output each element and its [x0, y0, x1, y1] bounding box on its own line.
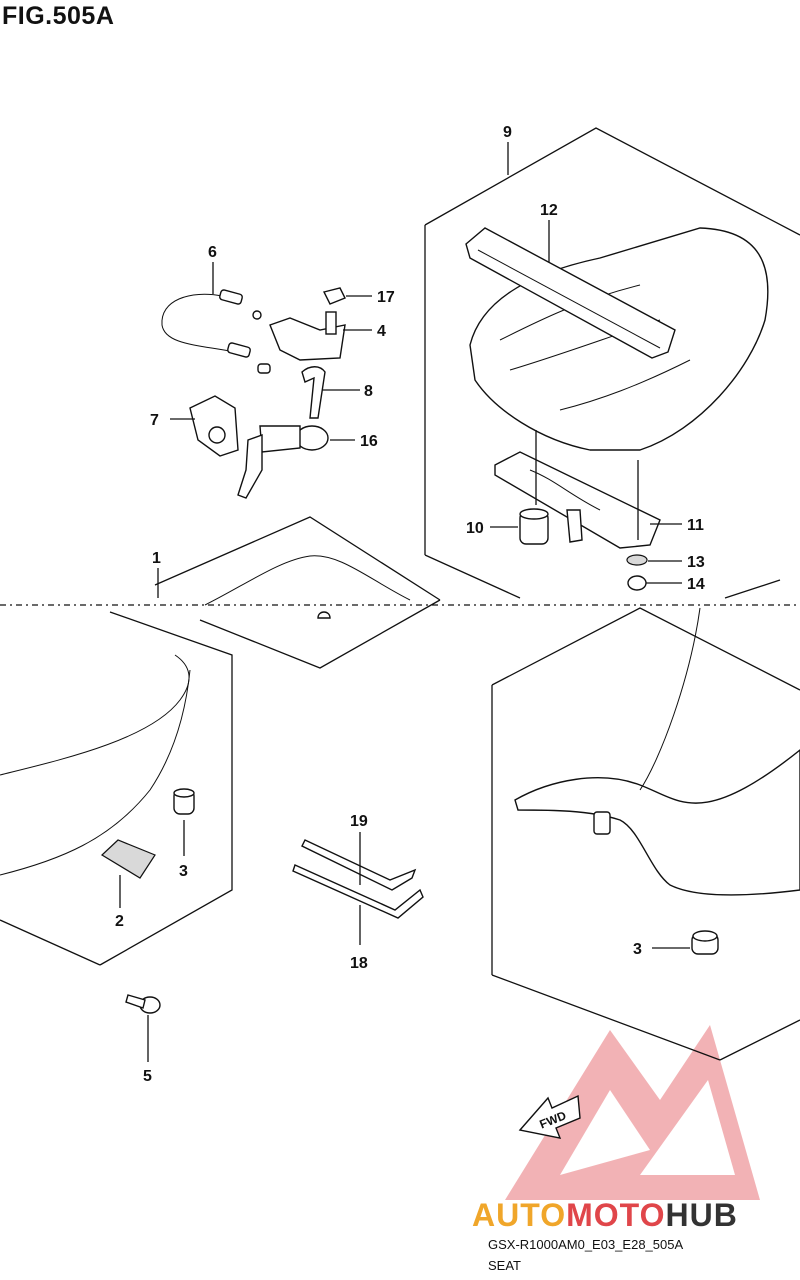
callout-7: 7 [150, 412, 159, 429]
callout-11: 11 [687, 517, 704, 534]
callout-4: 4 [377, 323, 386, 340]
rubber-pad [101, 839, 156, 879]
rear-seat-cushion [465, 227, 769, 451]
screw-part [125, 994, 161, 1014]
lock-plate [189, 395, 239, 457]
leader-lines [119, 142, 690, 1062]
callout-6: 6 [208, 244, 217, 261]
callout-16: 16 [360, 433, 378, 450]
callout-1: 1 [152, 550, 161, 567]
washer-part [626, 554, 648, 566]
callout-5: 5 [143, 1068, 152, 1085]
brand-part-2: MOTO [566, 1197, 666, 1233]
figure-code: GSX-R1000AM0_E03_E28_505A [488, 1237, 684, 1252]
callout-3-left: 3 [179, 863, 188, 880]
brand-part-1: AUTO [472, 1197, 567, 1233]
callout-18: 18 [350, 955, 368, 972]
front-seat-top-panel [154, 516, 441, 669]
callout-17: 17 [377, 289, 395, 306]
callout-2: 2 [115, 913, 124, 930]
callout-8: 8 [364, 383, 373, 400]
nut-17-part [322, 287, 346, 305]
damper-part [519, 508, 549, 545]
callout-9: 9 [503, 124, 512, 141]
seat-bracket [494, 430, 661, 549]
seat-lock-assy [269, 311, 346, 361]
rear-seat-panel [424, 127, 800, 599]
callout-labels: 9 12 6 17 4 8 7 16 10 11 13 14 1 3 2 5 1… [115, 124, 705, 1085]
callout-13: 13 [687, 554, 705, 571]
hex-wrench-19 [301, 839, 417, 891]
callout-19: 19 [350, 813, 368, 830]
callout-12: 12 [540, 202, 558, 219]
figure-title: FIG.505A [2, 2, 115, 30]
key-cylinder [237, 425, 329, 499]
front-seat-left-panel [0, 611, 233, 966]
callout-10: 10 [466, 520, 484, 537]
grommet-left [173, 788, 195, 815]
brand-part-3: HUB [665, 1197, 738, 1233]
front-seat-right-panel [491, 607, 800, 1061]
figure-name: SEAT [488, 1258, 521, 1273]
hex-wrench-18 [292, 864, 424, 919]
fwd-arrow: FWD [518, 1094, 581, 1139]
watermark-brand: AUTOMOTOHUB [472, 1197, 738, 1234]
nut-part [627, 575, 647, 591]
grommet-right [691, 930, 719, 955]
callout-14: 14 [687, 576, 705, 593]
seat-lock-cable [161, 289, 271, 374]
callout-3-right: 3 [633, 941, 642, 958]
spring-clip [301, 366, 326, 419]
watermark-logo [505, 1025, 760, 1200]
